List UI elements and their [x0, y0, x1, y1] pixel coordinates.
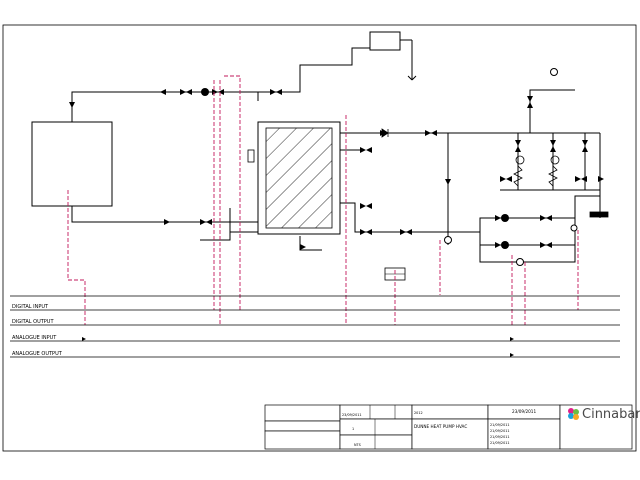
return-pipe	[71, 91, 259, 122]
sheet: NTS	[354, 443, 361, 447]
flow-pipe	[71, 205, 258, 223]
title-block	[264, 404, 633, 450]
drawing-number: 23/09/2011	[512, 409, 536, 414]
pump-bypass-loop	[479, 217, 576, 263]
drawing-title: DUNNE HEAT PUMP HVAC	[414, 424, 467, 429]
revision: 1	[352, 427, 354, 431]
date-4: 21/09/2011	[490, 441, 510, 445]
date-1: 21/09/2011	[490, 423, 510, 427]
drawing-border	[2, 24, 637, 452]
drawn-date: 23/09/2011	[342, 413, 362, 417]
date-2: 21/09/2011	[490, 429, 510, 433]
date-3: 21/09/2011	[490, 435, 510, 439]
relief-valves	[513, 155, 609, 218]
heat-exchanger	[247, 121, 341, 235]
bus-label-digital-output: DIGITAL OUTPUT	[12, 319, 54, 325]
bus-label-analogue-output: ANALOGUE OUTPUT	[12, 351, 63, 357]
valves	[180, 89, 604, 250]
pumps	[201, 68, 578, 266]
cinnabar-logo: Cinnabar	[568, 407, 640, 422]
signal-wiring	[67, 75, 579, 325]
bus-label-digital-input: DIGITAL INPUT	[12, 304, 49, 310]
job-number: 2012	[414, 411, 423, 415]
buffer-tank	[31, 121, 113, 207]
hx-bottom-right-pipe	[340, 202, 448, 233]
bus-label-analogue-input: ANALOGUE INPUT	[12, 335, 57, 341]
io-buses	[10, 295, 620, 358]
flow-arrows	[69, 89, 451, 225]
manifold-pipe	[529, 89, 575, 133]
logo-text: Cinnabar	[582, 407, 640, 422]
expansion-tank	[369, 31, 401, 51]
expansion-pipe	[258, 47, 370, 93]
